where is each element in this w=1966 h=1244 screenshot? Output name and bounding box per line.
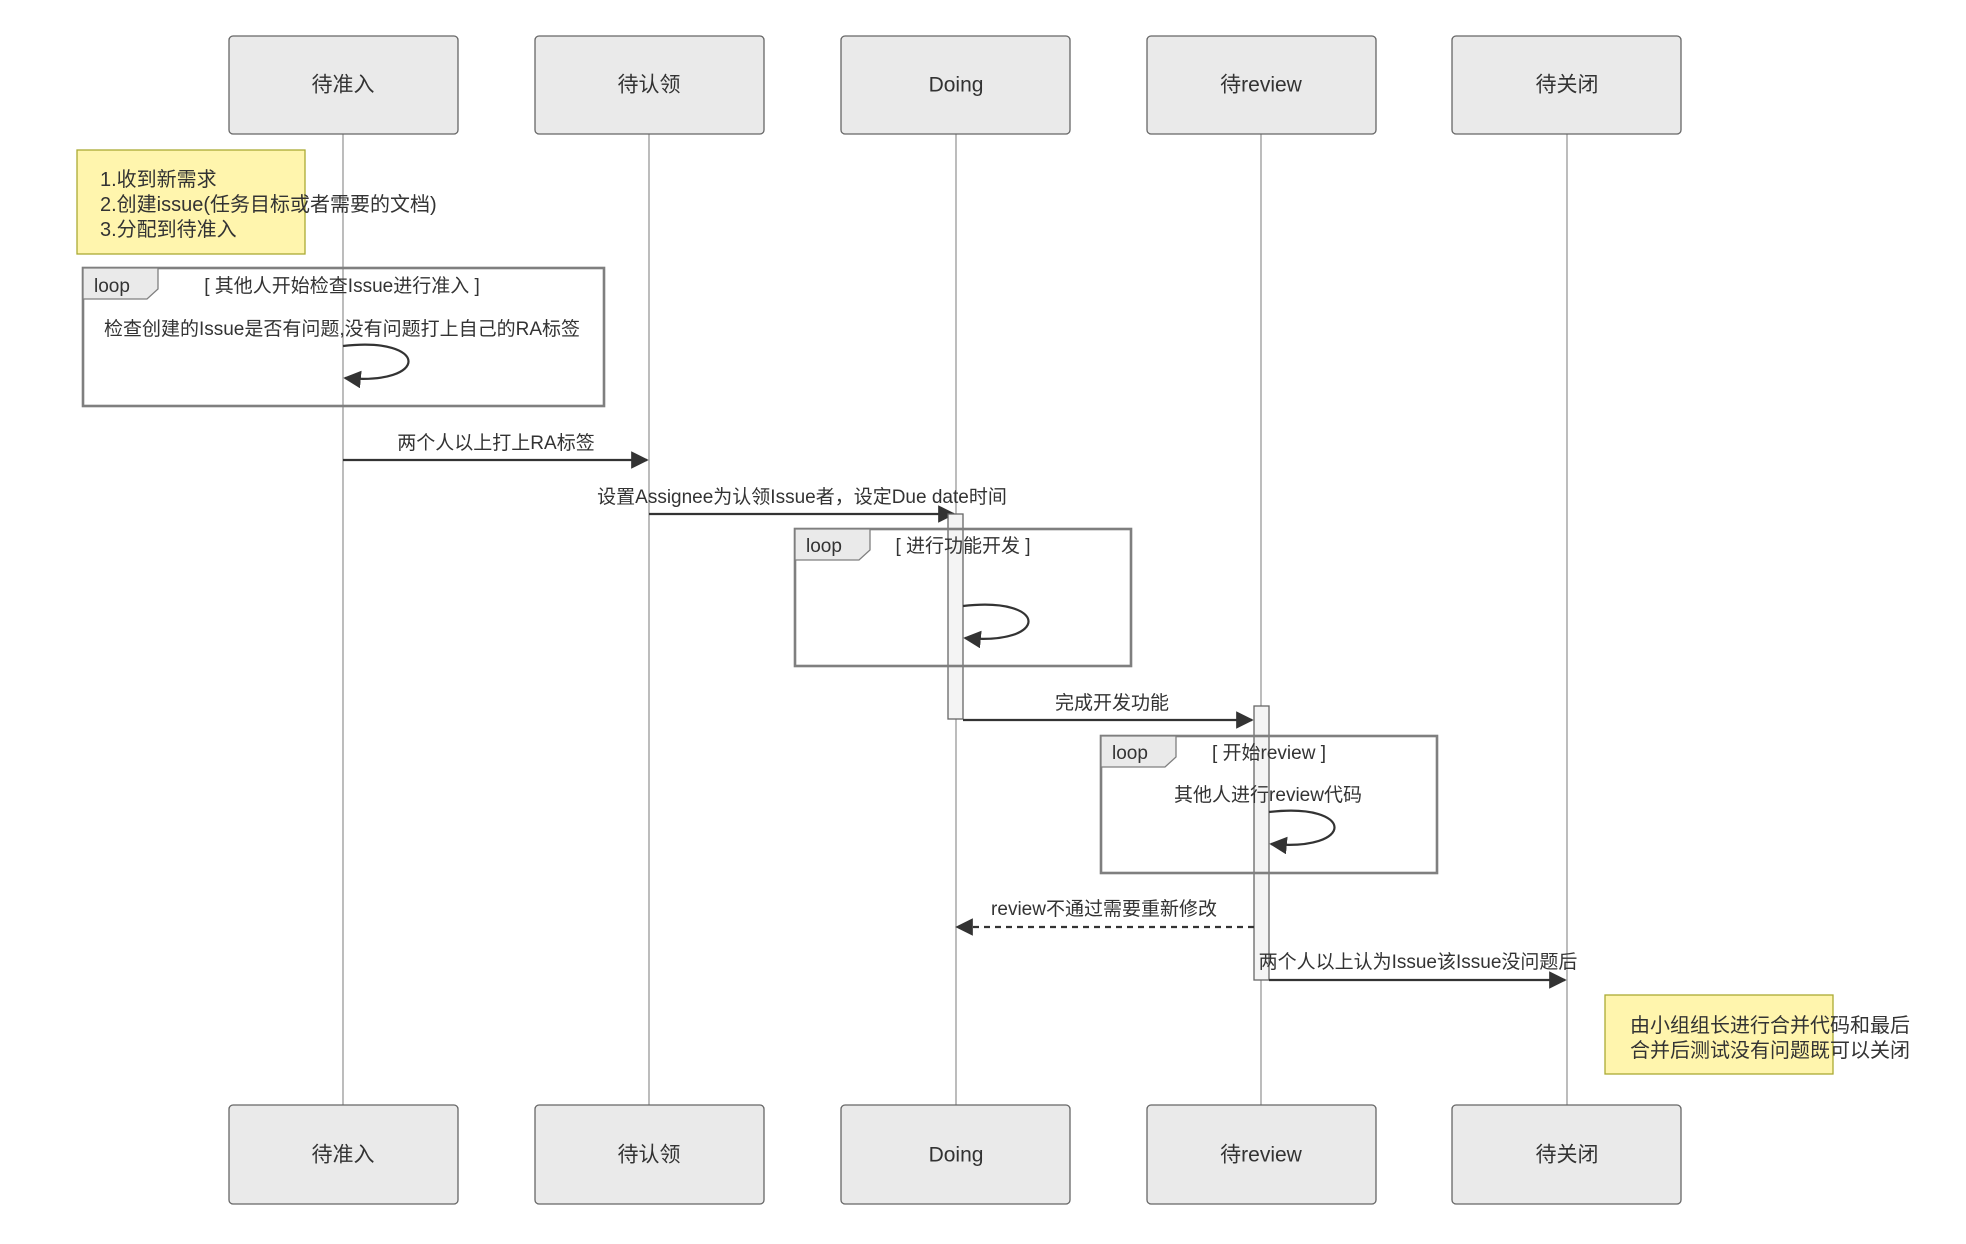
note-line-2: 合并后测试没有问题既可以关闭 xyxy=(1630,1039,1910,1062)
note-end: 由小组组长进行合并代码和最后 合并后测试没有问题既可以关闭 xyxy=(1604,994,1910,1075)
message-review-pass: 两个人以上认为Issue该Issue没问题后 xyxy=(1259,951,1578,989)
message-label: 两个人以上打上RA标签 xyxy=(397,432,594,454)
self-message-arrow xyxy=(1268,809,1336,855)
loop-keyword: loop xyxy=(1112,743,1148,764)
loop-keyword: loop xyxy=(806,536,842,557)
loop-keyword: loop xyxy=(94,276,130,297)
actor-label: 待准入 xyxy=(312,74,375,97)
message-label: 设置Assignee为认领Issue者，设定Due date时间 xyxy=(597,486,1007,508)
message-label: 完成开发功能 xyxy=(1055,692,1169,714)
message-ra-label: 两个人以上打上RA标签 xyxy=(343,432,649,469)
actor-label: 待关闭 xyxy=(1536,74,1599,97)
loop-condition: [ 其他人开始检查Issue进行准入 ] xyxy=(204,275,480,297)
actor-label: Doing xyxy=(929,74,984,97)
actor-label: 待review xyxy=(1220,74,1303,97)
actor-label: 待关闭 xyxy=(1536,1144,1599,1167)
self-message-label: 其他人进行review代码 xyxy=(1174,784,1362,806)
self-message-arrow xyxy=(342,343,410,389)
actor-label: 待认领 xyxy=(618,1144,681,1167)
note-line-2: 2.创建issue(任务目标或者需要的文档) xyxy=(100,193,437,216)
note-line-1: 由小组组长进行合并代码和最后 xyxy=(1630,1014,1910,1037)
loop-check: loop [ 其他人开始检查Issue进行准入 ] 检查创建的Issue是否有问… xyxy=(81,266,606,408)
message-review-reject: review不通过需要重新修改 xyxy=(955,898,1254,936)
message-label: 两个人以上认为Issue该Issue没问题后 xyxy=(1259,951,1578,973)
loop-condition: [ 进行功能开发 ] xyxy=(895,535,1030,557)
actor-label: 待认领 xyxy=(618,74,681,97)
actor-dai-zhunru-bottom[interactable]: 待准入 xyxy=(228,1104,459,1205)
actor-label: Doing xyxy=(929,1144,984,1167)
message-label: review不通过需要重新修改 xyxy=(991,898,1217,920)
note-line-1: 1.收到新需求 xyxy=(100,168,217,191)
actor-dai-review-bottom[interactable]: 待review xyxy=(1146,1104,1377,1205)
self-message-label: 检查创建的Issue是否有问题,没有问题打上自己的RA标签 xyxy=(104,318,580,340)
note-start: 1.收到新需求 2.创建issue(任务目标或者需要的文档) 3.分配到待准入 xyxy=(76,149,437,255)
actor-doing-top[interactable]: Doing xyxy=(840,35,1071,135)
message-finish-dev: 完成开发功能 xyxy=(963,692,1254,729)
actor-doing-bottom[interactable]: Doing xyxy=(840,1104,1071,1205)
actor-dai-zhunru-top[interactable]: 待准入 xyxy=(228,35,459,135)
activation-doing xyxy=(947,513,964,720)
actor-dai-renling-top[interactable]: 待认领 xyxy=(534,35,765,135)
actor-dai-guanbi-bottom[interactable]: 待关闭 xyxy=(1451,1104,1682,1205)
actor-label: 待准入 xyxy=(312,1144,375,1167)
message-set-assignee: 设置Assignee为认领Issue者，设定Due date时间 xyxy=(597,486,1007,523)
actor-dai-renling-bottom[interactable]: 待认领 xyxy=(534,1104,765,1205)
actor-label: 待review xyxy=(1220,1144,1303,1167)
loop-condition: [ 开始review ] xyxy=(1212,742,1326,764)
loop-develop: loop [ 进行功能开发 ] xyxy=(793,527,1133,668)
self-message-arrow xyxy=(962,603,1030,649)
note-line-3: 3.分配到待准入 xyxy=(100,218,237,241)
loop-review: loop [ 开始review ] 其他人进行review代码 xyxy=(1099,734,1439,875)
actor-dai-guanbi-top[interactable]: 待关闭 xyxy=(1451,35,1682,135)
activation-review xyxy=(1253,705,1270,981)
actor-dai-review-top[interactable]: 待review xyxy=(1146,35,1377,135)
